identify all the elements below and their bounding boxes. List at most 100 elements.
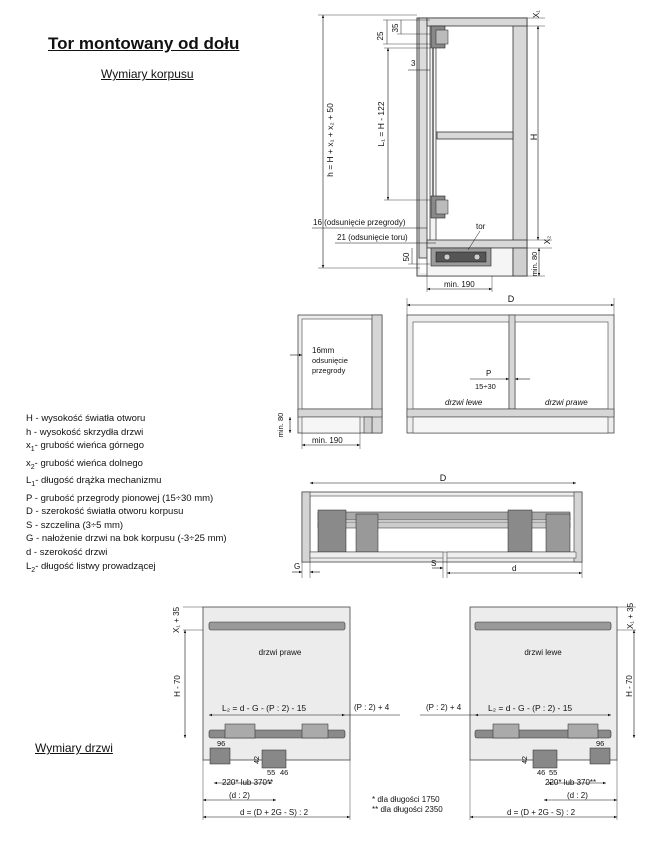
dim-35: 35 (391, 23, 400, 32)
legend-text: - grubość wieńca górnego (34, 440, 144, 452)
legend-text: - długość listwy prowadzącej (35, 560, 156, 572)
legend-item: d - szerokość drzwi (26, 546, 227, 560)
legend-text: - grubość wieńca dolnego (34, 457, 143, 469)
dim-d-half-left: (d : 2) (567, 791, 588, 800)
legend-symbol: S (26, 519, 33, 531)
dim-220-370-left: 220* lub 370** (545, 778, 596, 787)
front-view: D P 15÷30 drzwi lewe drzwi prawe (406, 294, 615, 434)
dim-P: P (486, 369, 491, 378)
label-drzwi-lewe-front: drzwi lewe (445, 398, 483, 407)
legend-symbol: L (26, 475, 32, 487)
dim-l2-left: L₂ = d - G - (P : 2) - 15 (488, 703, 572, 713)
legend-symbol: G (26, 533, 34, 545)
legend-symbol: D (26, 506, 33, 518)
legend-symbol: H (26, 413, 33, 424)
legend-symbol: L (26, 560, 32, 572)
legend-text: - nałożenie drzwi na bok korpusu (-3÷25 … (33, 533, 227, 545)
legend-symbol: d (26, 547, 32, 559)
label-odsuniecie: odsunięcie (312, 356, 348, 365)
dim-l2-right: L₂ = d - G - (P : 2) - 15 (222, 703, 306, 713)
legend-text: - długość drążka mechanizmu (35, 475, 162, 487)
dim-D-top: D (440, 473, 447, 483)
small-side-view: 16mm odsunięcie przegrody min. 80 min. 1… (276, 314, 383, 449)
dim-d-half-right: (d : 2) (229, 791, 250, 800)
dim-x2: X₂ (543, 236, 552, 244)
legend-item: H - wysokość światła otworu (26, 412, 227, 426)
dim-odsuniecie-21: 21 (odsunięcie toru) (337, 233, 408, 242)
dim-x1-35-left: X₁ + 35 (626, 602, 635, 629)
dim-16mm: 16mm (312, 346, 335, 355)
footnotes: * dla długości 1750 ** dla długości 2350 (372, 795, 443, 815)
section-title-wymiary-drzwi: Wymiary drzwi (35, 741, 113, 755)
side-section-view: h = H + x₁ + x₂ + 50 25 35 3 L₁ = H - 12… (312, 10, 552, 292)
legend-symbol: P (26, 492, 33, 504)
dim-min80-side: min. 80 (530, 252, 539, 277)
dim-d: d (512, 564, 516, 573)
dim-G: G (294, 562, 300, 571)
legend-item: D - szerokość światła otworu korpusu (26, 505, 227, 519)
legend-item: P - grubość przegrody pionowej (15÷30 mm… (26, 492, 227, 506)
legend-item: L2- długość listwy prowadzącej (26, 560, 227, 577)
page-title: Tor montowany od dołu (48, 34, 240, 53)
dim-l1: L₁ = H - 122 (376, 101, 386, 146)
legend-text: - grubość przegrody pionowej (15÷30 mm) (32, 492, 214, 504)
dim-50: 50 (402, 252, 411, 261)
note-1750: * dla długości 1750 (372, 795, 440, 804)
door-left-view: drzwi lewe L₂ = d - G - (P : 2) - 15 (P … (420, 602, 636, 820)
dim-x1: X₁ (532, 10, 541, 18)
dim-p-range: 15÷30 (475, 382, 496, 391)
top-view: D G S d (292, 473, 583, 578)
dim-d-formula-left: d = (D + 2G - S) : 2 (507, 808, 576, 817)
dim-46-left: 46 (537, 768, 545, 777)
dim-D-front: D (508, 294, 515, 304)
dim-55-left: 55 (549, 768, 557, 777)
dim-H: H (529, 134, 539, 141)
dim-S: S (431, 559, 436, 568)
legend-text: - szczelina (3÷5 mm) (32, 519, 124, 531)
dim-25: 25 (376, 31, 385, 40)
dim-96-left: 96 (596, 739, 604, 748)
dim-odsuniecie-16: 16 (odsunięcie przegrody) (313, 218, 406, 227)
dim-min190-side: min. 190 (444, 280, 475, 289)
legend-text: - wysokość światła otworu (32, 413, 146, 424)
legend-subscript: 2 (30, 463, 35, 471)
legend-item: h - wysokość skrzydła drzwi (26, 426, 227, 440)
dim-p-plus4-left: (P : 2) + 4 (426, 703, 462, 712)
dim-3: 3 (411, 59, 416, 68)
legend-subscript: 2 (31, 566, 36, 574)
legend-item: S - szczelina (3÷5 mm) (26, 519, 227, 533)
legend-subscript: 1 (31, 481, 36, 489)
dim-x1-35-right: X₁ + 35 (172, 606, 181, 633)
dim-min190-small: min. 190 (312, 436, 343, 445)
label-drzwi-prawe-front: drzwi prawe (545, 398, 588, 407)
dim-d-formula-right: d = (D + 2G - S) : 2 (240, 808, 309, 817)
dim-46-right: 46 (280, 768, 288, 777)
note-2350: ** dla długości 2350 (372, 805, 443, 814)
legend-text: - wysokość skrzydła drzwi (31, 426, 144, 438)
dim-H-70-right: H - 70 (173, 675, 182, 697)
dim-min80-small: min. 80 (276, 413, 285, 438)
legend-symbol: h (26, 426, 32, 438)
legend-item: x2- grubość wieńca dolnego (26, 457, 227, 474)
dim-h-formula: h = H + x₁ + x₂ + 50 (325, 103, 335, 177)
dim-96-right: 96 (217, 739, 225, 748)
door-right-view: drzwi prawe L₂ = d - G - (P : 2) - 15 (P… (172, 606, 400, 820)
label-drzwi-lewe: drzwi lewe (524, 648, 562, 657)
legend-symbol: x (26, 457, 31, 469)
dim-42-left: 42 (522, 756, 529, 764)
dim-220-370-right: 220* lub 370** (222, 778, 273, 787)
label-przegrody: przegrody (312, 366, 346, 375)
dim-42-right: 42 (254, 756, 261, 764)
legend-item: L1- długość drążka mechanizmu (26, 474, 227, 491)
label-tor: tor (476, 222, 486, 231)
legend-text: - szerokość światła otworu korpusu (32, 506, 184, 518)
label-drzwi-prawe: drzwi prawe (259, 648, 302, 657)
legend-item: x1- grubość wieńca górnego (26, 439, 227, 456)
dim-55-right: 55 (267, 768, 275, 777)
subtitle-wymiary-korpusu: Wymiary korpusu (101, 67, 194, 81)
legend-text: - szerokość drzwi (31, 547, 108, 559)
legend-item: G - nałożenie drzwi na bok korpusu (-3÷2… (26, 532, 227, 546)
dim-p-plus4-right: (P : 2) + 4 (354, 703, 390, 712)
